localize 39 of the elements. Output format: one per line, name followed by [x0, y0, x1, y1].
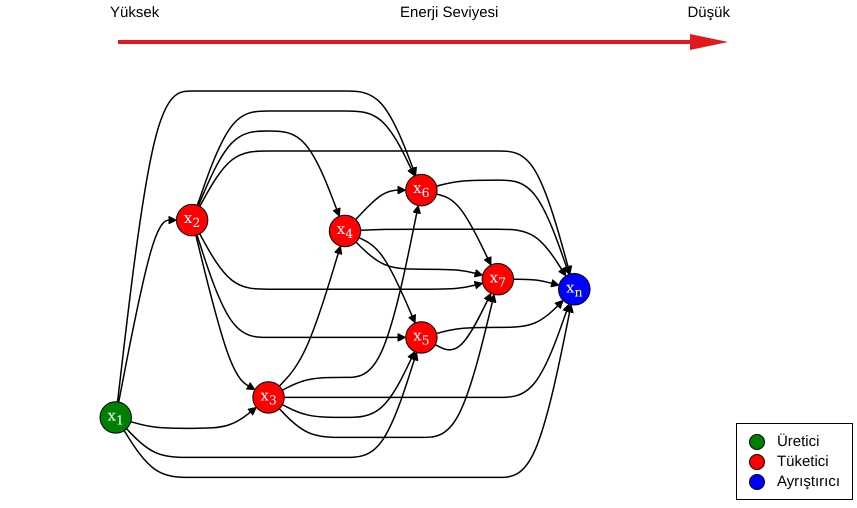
arrow — [195, 234, 256, 390]
arrow — [199, 150, 572, 274]
legend-label: Tüketici — [776, 453, 829, 470]
axis-label: Enerji Seviyesi — [400, 4, 498, 21]
arrow — [282, 350, 416, 418]
arrow — [355, 185, 406, 220]
arrow — [434, 292, 492, 350]
arrow — [199, 233, 483, 290]
node-circle: x$_{3}$ — [252, 381, 285, 414]
arrow — [130, 406, 257, 429]
node-circle: x$_{4}$ — [328, 214, 362, 247]
arrow — [436, 179, 571, 275]
node-circle: x$_{5}$ — [405, 321, 438, 354]
arrow — [278, 294, 496, 438]
arrow — [514, 278, 560, 288]
node-circle: x$_{6}$ — [405, 174, 438, 206]
node-circle: x$_{1}$ — [99, 401, 132, 434]
arrow — [198, 130, 341, 216]
axis-label: Düşük — [687, 4, 730, 21]
arrow — [116, 90, 417, 402]
arrow — [196, 234, 406, 342]
arrow — [278, 245, 342, 386]
node-circle: x$_{2}$ — [176, 204, 208, 236]
arrow — [358, 236, 416, 324]
arrow — [284, 303, 571, 398]
arrow — [436, 300, 564, 334]
arrow — [436, 193, 492, 266]
axis-label: Yüksek — [110, 4, 160, 21]
arrow — [356, 241, 483, 278]
arrow — [282, 204, 421, 391]
node-circle: x$_{7}$ — [482, 262, 514, 296]
legend-label: Ayrıştırıcı — [776, 473, 840, 490]
arrow — [126, 352, 418, 458]
arrow — [360, 228, 566, 276]
node-circle: x$_{n}$ — [558, 272, 591, 306]
arrow — [123, 304, 574, 478]
legend-label: Üretici — [776, 433, 820, 450]
arrow — [196, 110, 416, 206]
arrow — [118, 215, 177, 402]
